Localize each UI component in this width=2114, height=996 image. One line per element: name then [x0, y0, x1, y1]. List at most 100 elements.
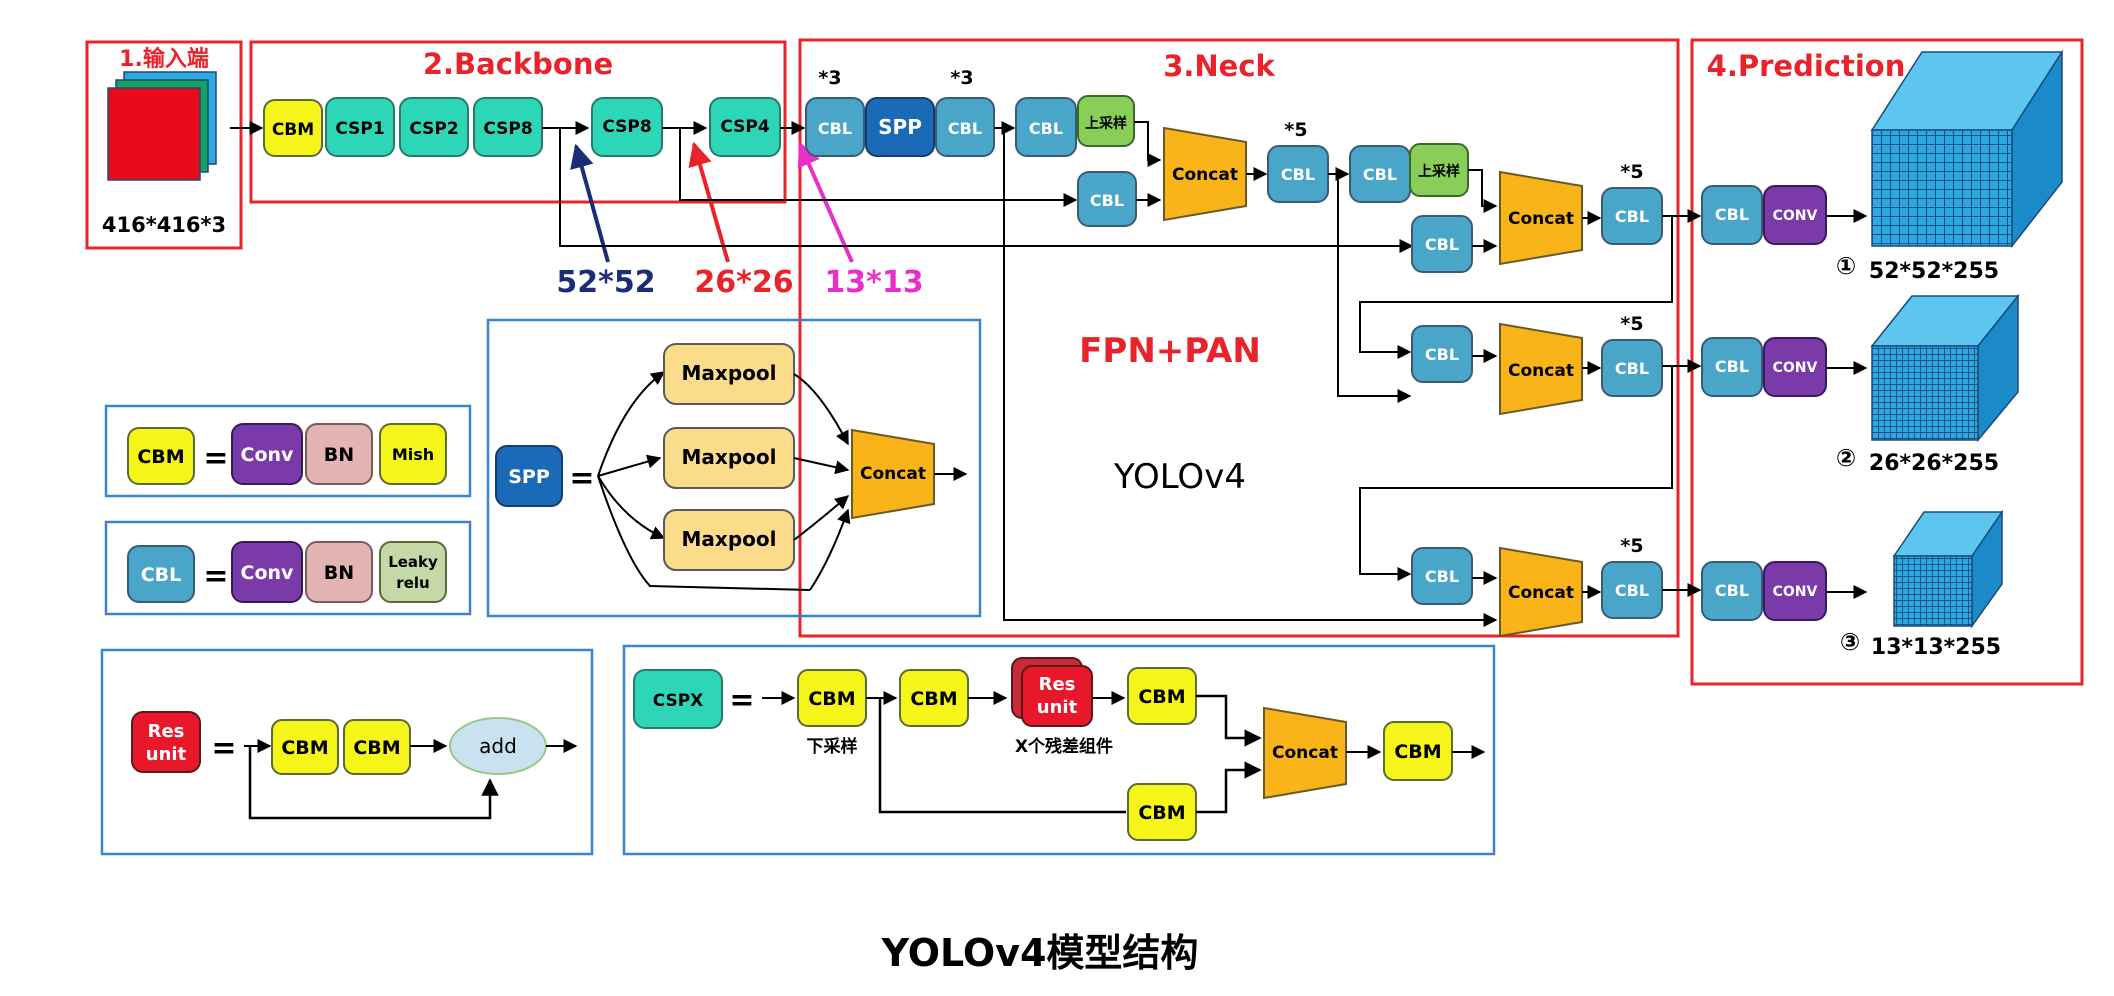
- svg-text:CBL: CBL: [141, 564, 182, 586]
- neck-upsample-block-1: 上采样: [1077, 95, 1135, 147]
- output-3-shape: 13*13*255: [1871, 635, 2001, 660]
- legend-conv-block-1: Conv: [231, 423, 303, 485]
- output-2-shape: 26*26*255: [1869, 451, 1999, 476]
- legend-cbm-block: CBM: [127, 427, 195, 485]
- svg-text:上采样: 上采样: [1418, 163, 1460, 180]
- pred-conv-block-2: CONV: [1763, 337, 1827, 397]
- svg-text:Concat: Concat: [1508, 209, 1574, 229]
- svg-text:*5: *5: [1620, 313, 1643, 335]
- svg-text:Res: Res: [1039, 674, 1076, 695]
- output-tensor-13: [1892, 509, 2004, 629]
- neck-cbl-block-10: CBL: [1601, 339, 1663, 397]
- svg-text:Maxpool: Maxpool: [682, 361, 777, 385]
- svg-text:CBM: CBM: [137, 446, 184, 468]
- legend-add-node: add: [449, 717, 547, 775]
- svg-text:Maxpool: Maxpool: [682, 527, 777, 551]
- legend-cspx-cbm-block-3: CBM: [1127, 667, 1197, 725]
- input-image-stack: [107, 71, 217, 181]
- svg-text:上采样: 上采样: [1085, 115, 1127, 132]
- svg-text:Concat: Concat: [1508, 583, 1574, 603]
- svg-text:CSP1: CSP1: [335, 119, 384, 139]
- legend-bn-block-1: BN: [305, 423, 373, 485]
- neck-cbl-block-3: CBL: [1015, 97, 1077, 157]
- input-section-frame: [85, 40, 243, 250]
- svg-text:BN: BN: [324, 444, 354, 466]
- svg-text:unit: unit: [1037, 697, 1078, 718]
- legend-maxpool-block-2: Maxpool: [663, 427, 795, 489]
- neck-cbl-block-9: CBL: [1411, 325, 1473, 383]
- neck-section-title: 3.Neck: [1163, 49, 1275, 83]
- backbone-cbm-block: CBM: [263, 99, 323, 157]
- legend-maxpool-block-3: Maxpool: [663, 509, 795, 571]
- svg-text:CBM: CBM: [910, 688, 957, 710]
- svg-text:CSP4: CSP4: [720, 117, 769, 137]
- svg-text:CBM: CBM: [353, 737, 400, 759]
- legend-leaky-relu-block: Leaky relu: [379, 541, 447, 603]
- x-res-units-label: X个残差组件: [1015, 736, 1113, 757]
- legend-cbl-block: CBL: [127, 545, 195, 603]
- scale-52-label: 52*52: [556, 265, 655, 300]
- svg-text:CBL: CBL: [1363, 165, 1397, 184]
- svg-text:CBL: CBL: [1615, 207, 1649, 226]
- legend-mish-block: Mish: [379, 423, 447, 485]
- backbone-csp8-block-2: CSP8: [591, 97, 663, 157]
- neck-concat-block-3: Concat: [1499, 322, 1583, 416]
- legend-spp-frame: [486, 318, 982, 618]
- svg-text:CBL: CBL: [1281, 165, 1315, 184]
- svg-text:CBM: CBM: [808, 688, 855, 710]
- svg-text:*5: *5: [1620, 535, 1643, 557]
- fpn-pan-label: FPN+PAN: [1079, 331, 1261, 371]
- neck-cbl-block-4: CBL: [1077, 171, 1137, 227]
- svg-text:unit: unit: [146, 744, 187, 765]
- figure-caption: YOLOv4模型结构: [881, 931, 1199, 975]
- svg-text:BN: BN: [324, 562, 354, 584]
- svg-text:*3: *3: [818, 67, 841, 89]
- svg-text:Conv: Conv: [241, 444, 295, 466]
- legend-cbm-frame: [104, 404, 472, 498]
- svg-text:CBL: CBL: [1425, 235, 1459, 254]
- legend-spp-block: SPP: [495, 445, 563, 507]
- legend-conv-block-2: Conv: [231, 541, 303, 603]
- neck-section-frame: [798, 38, 1680, 638]
- svg-text:Leaky: Leaky: [388, 553, 438, 571]
- svg-text:Concat: Concat: [860, 464, 926, 484]
- legend-res-cbm-block-1: CBM: [271, 719, 339, 775]
- svg-text:*5: *5: [1284, 119, 1307, 141]
- svg-text:CBL: CBL: [1715, 357, 1749, 376]
- legend-cspx-resunit-stack: Res unit: [1011, 657, 1093, 727]
- backbone-csp4-block: CSP4: [709, 97, 781, 157]
- svg-text:CBM: CBM: [272, 120, 314, 140]
- prediction-section-title: 4.Prediction: [1707, 49, 1906, 83]
- output-1-shape: 52*52*255: [1869, 259, 1999, 284]
- svg-text:CBL: CBL: [1715, 581, 1749, 600]
- svg-text:relu: relu: [396, 574, 429, 592]
- legend-cspx-cbm-block-1: CBM: [797, 669, 867, 727]
- legend-res-cbm-block-2: CBM: [343, 719, 411, 775]
- svg-text:*5: *5: [1620, 161, 1643, 183]
- svg-text:CONV: CONV: [1773, 208, 1818, 224]
- svg-text:CBL: CBL: [818, 119, 852, 138]
- legend-cspx-cbm-block-2: CBM: [899, 669, 969, 727]
- pred-conv-block-1: CONV: [1763, 185, 1827, 245]
- neck-upsample-block-2: 上采样: [1409, 143, 1469, 197]
- svg-text:=: =: [203, 441, 228, 476]
- output-1-number: ①: [1836, 252, 1856, 280]
- svg-text:SPP: SPP: [878, 115, 922, 139]
- svg-text:CBL: CBL: [948, 119, 982, 138]
- svg-text:CSP2: CSP2: [409, 119, 458, 139]
- legend-cspx-cbm-block-4: CBM: [1127, 783, 1197, 841]
- svg-text:CBM: CBM: [1138, 686, 1185, 708]
- svg-text:Concat: Concat: [1508, 361, 1574, 381]
- scale-26-label: 26*26: [694, 265, 793, 300]
- svg-text:CSP8: CSP8: [483, 119, 532, 139]
- output-tensor-26: [1870, 293, 2020, 443]
- input-size-label: 416*416*3: [102, 213, 226, 237]
- output-3-number: ③: [1840, 628, 1860, 656]
- neck-cbl-block-2: CBL: [935, 97, 995, 157]
- neck-concat-block-2: Concat: [1499, 170, 1583, 266]
- svg-text:*3: *3: [950, 67, 973, 89]
- svg-text:CBL: CBL: [1615, 581, 1649, 600]
- neck-cbl-block-12: CBL: [1601, 561, 1663, 619]
- svg-text:CONV: CONV: [1773, 360, 1818, 376]
